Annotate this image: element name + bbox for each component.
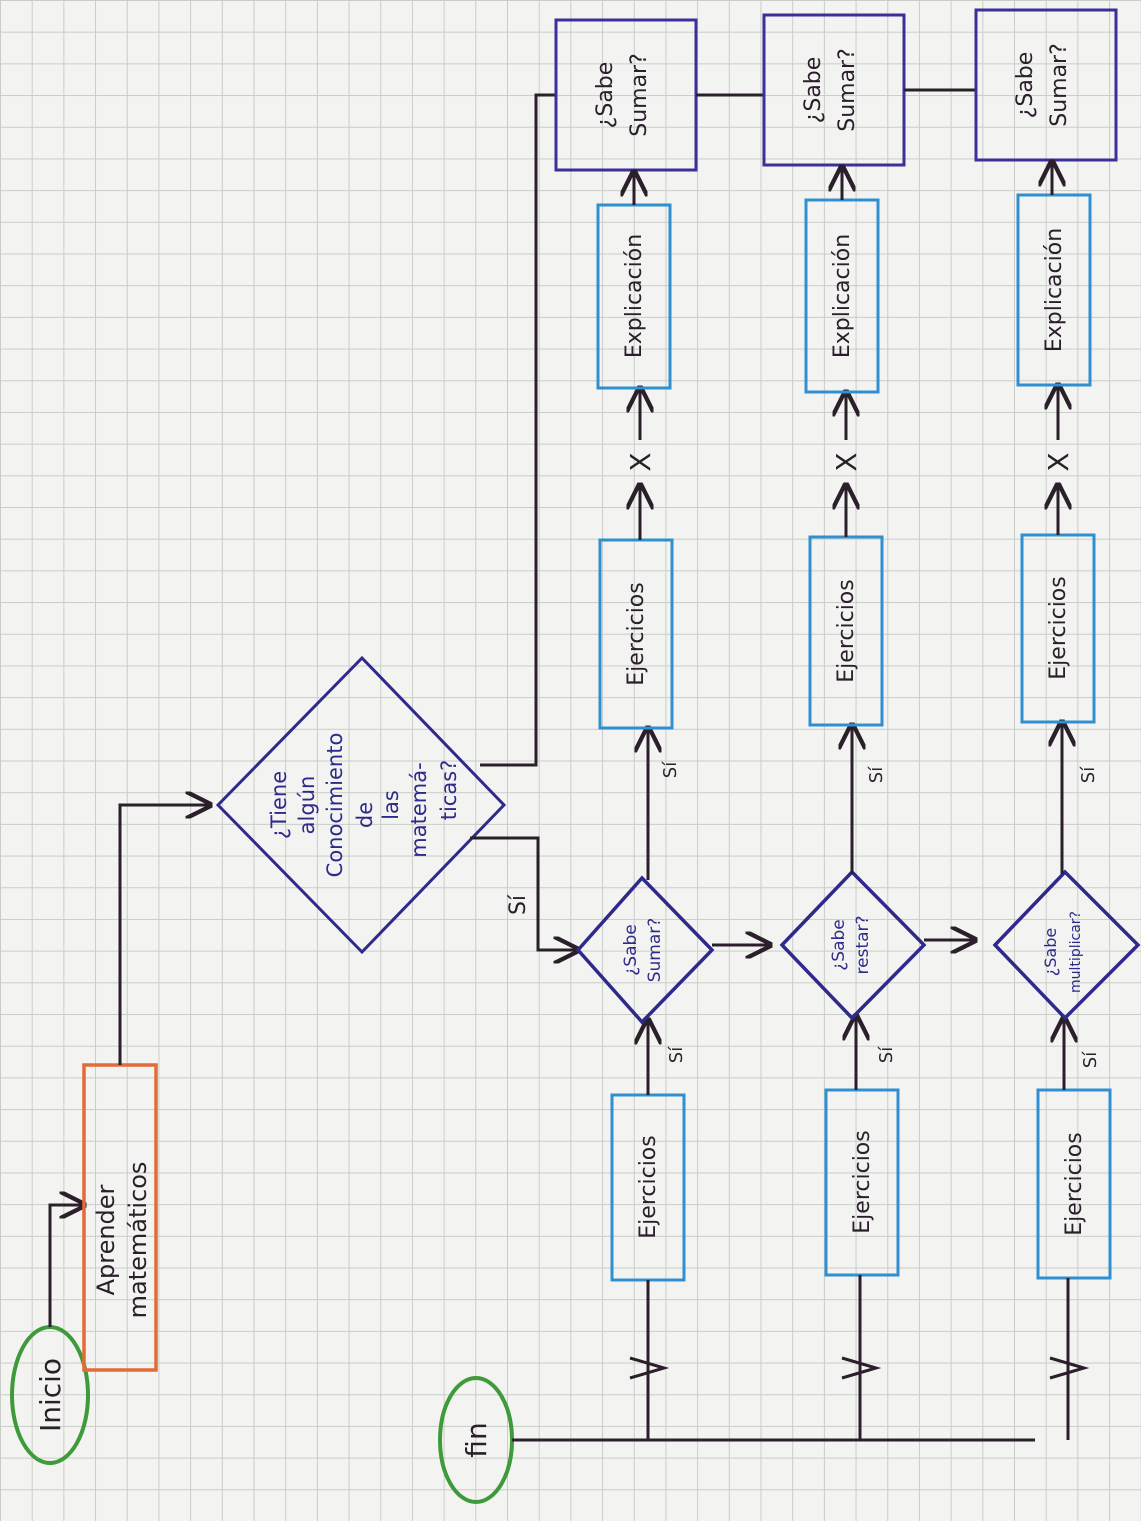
end-terminal: fin bbox=[438, 1376, 514, 1504]
row2-x: X bbox=[830, 452, 863, 471]
row2-exercises-left: Ejercicios bbox=[824, 1088, 900, 1277]
box2-line2: Sumar? bbox=[835, 48, 860, 132]
box-sabe-sumar-1: ¿Sabe Sumar? bbox=[554, 18, 698, 172]
row1-decision-sabe-sumar: ¿Sabe Sumar? bbox=[575, 875, 715, 1025]
decision-main-line-5: las bbox=[379, 790, 403, 820]
row2-decision-line1: ¿Sabe bbox=[829, 919, 849, 970]
box3-line1: ¿Sabe bbox=[1013, 52, 1038, 119]
box1-line2: Sumar? bbox=[627, 53, 652, 137]
decision-main-line-7: ticas? bbox=[437, 760, 461, 821]
decision-main-line-6: matemá- bbox=[407, 762, 431, 857]
row2-exercises-right: Ejercicios bbox=[808, 535, 884, 727]
row1-exercises-right-label: Ejercicios bbox=[624, 582, 649, 685]
yes-label-main: Sí bbox=[506, 894, 531, 915]
row1-explanation: Explicación bbox=[596, 203, 672, 390]
connector-decision-yes bbox=[470, 836, 578, 950]
row1-x: X bbox=[624, 452, 657, 471]
row1-yes-right: Sí bbox=[660, 761, 681, 778]
row3-explanation: Explicación bbox=[1016, 193, 1092, 387]
task-aprender-matematicas: Aprender matemáticos bbox=[82, 1063, 158, 1372]
row1-yes-left: Sí bbox=[666, 1046, 687, 1063]
row2-explanation-label: Explicación bbox=[830, 234, 855, 358]
row2-exercises-right-label: Ejercicios bbox=[834, 579, 859, 682]
row3-v-mark bbox=[1049, 1356, 1090, 1380]
row2-exercises-left-label: Ejercicios bbox=[850, 1130, 875, 1233]
connector-decision-to-top-boxes bbox=[480, 93, 556, 767]
row3-exercises-left: Ejercicios bbox=[1036, 1088, 1112, 1280]
row-3: Ejercicios Sí ¿Sabe multiplicar? Sí Ejer… bbox=[992, 162, 1141, 1440]
row3-decision-line2: multiplicar? bbox=[1068, 911, 1084, 993]
task-label-line1: Aprender bbox=[92, 1184, 120, 1295]
row3-exercises-right-label: Ejercicios bbox=[1046, 576, 1071, 679]
row2-decision-line2: restar? bbox=[853, 915, 873, 974]
row2-v-mark bbox=[841, 1356, 882, 1380]
row2-decision-sabe-restar: ¿Sabe restar? bbox=[779, 869, 927, 1021]
box1-line1: ¿Sabe bbox=[593, 62, 618, 129]
end-label: fin bbox=[460, 1422, 493, 1457]
box2-line1: ¿Sabe bbox=[801, 57, 826, 124]
decision-knowledge: ¿Tiene algún Conocimiento de las matemá-… bbox=[215, 655, 507, 955]
row2-explanation: Explicación bbox=[804, 198, 880, 394]
row3-decision-sabe-multiplicar: ¿Sabe multiplicar? bbox=[992, 869, 1141, 1021]
row3-decision-line1: ¿Sabe bbox=[1041, 928, 1060, 976]
row-2: Ejercicios Sí ¿Sabe restar? Sí Ejercicio… bbox=[779, 167, 927, 1440]
decision-main-line-4: de bbox=[353, 802, 377, 828]
row1-explanation-label: Explicación bbox=[622, 234, 647, 358]
row3-yes-left: Sí bbox=[1080, 1051, 1101, 1068]
box-sabe-sumar-2: ¿Sabe Sumar? bbox=[762, 13, 906, 167]
task-label-line2: matemáticos bbox=[124, 1162, 152, 1319]
row1-exercises-left-label: Ejercicios bbox=[636, 1135, 661, 1238]
row1-decision-line2: Sumar? bbox=[645, 918, 665, 983]
row1-v-mark bbox=[629, 1356, 670, 1380]
connector-start-to-task bbox=[48, 1205, 84, 1327]
row2-yes-left: Sí bbox=[876, 1046, 897, 1063]
row3-exercises-right: Ejercicios bbox=[1020, 533, 1096, 724]
row1-exercises-right: Ejercicios bbox=[598, 538, 674, 730]
start-label: Inicio bbox=[34, 1358, 67, 1432]
decision-main-line-2: algún bbox=[295, 776, 319, 835]
row3-exercises-left-label: Ejercicios bbox=[1062, 1132, 1087, 1235]
row3-x: X bbox=[1042, 452, 1075, 471]
connector-task-to-decision bbox=[118, 805, 210, 1065]
row-1: Ejercicios Sí ¿Sabe Sumar? Sí Ejercicios… bbox=[575, 172, 715, 1440]
row1-exercises-left: Ejercicios bbox=[610, 1093, 686, 1282]
row3-explanation-label: Explicación bbox=[1042, 228, 1067, 352]
row3-yes-right: Sí bbox=[1078, 766, 1099, 783]
box-sabe-sumar-3: ¿Sabe Sumar? bbox=[974, 8, 1118, 162]
box3-line2: Sumar? bbox=[1047, 43, 1072, 127]
decision-main-line-1: ¿Tiene bbox=[267, 771, 291, 839]
start-terminal: Inicio bbox=[10, 1325, 90, 1465]
row1-decision-line1: ¿Sabe bbox=[621, 924, 641, 975]
row2-yes-right: Sí bbox=[866, 766, 887, 783]
decision-main-line-3: Conocimiento bbox=[323, 733, 347, 878]
